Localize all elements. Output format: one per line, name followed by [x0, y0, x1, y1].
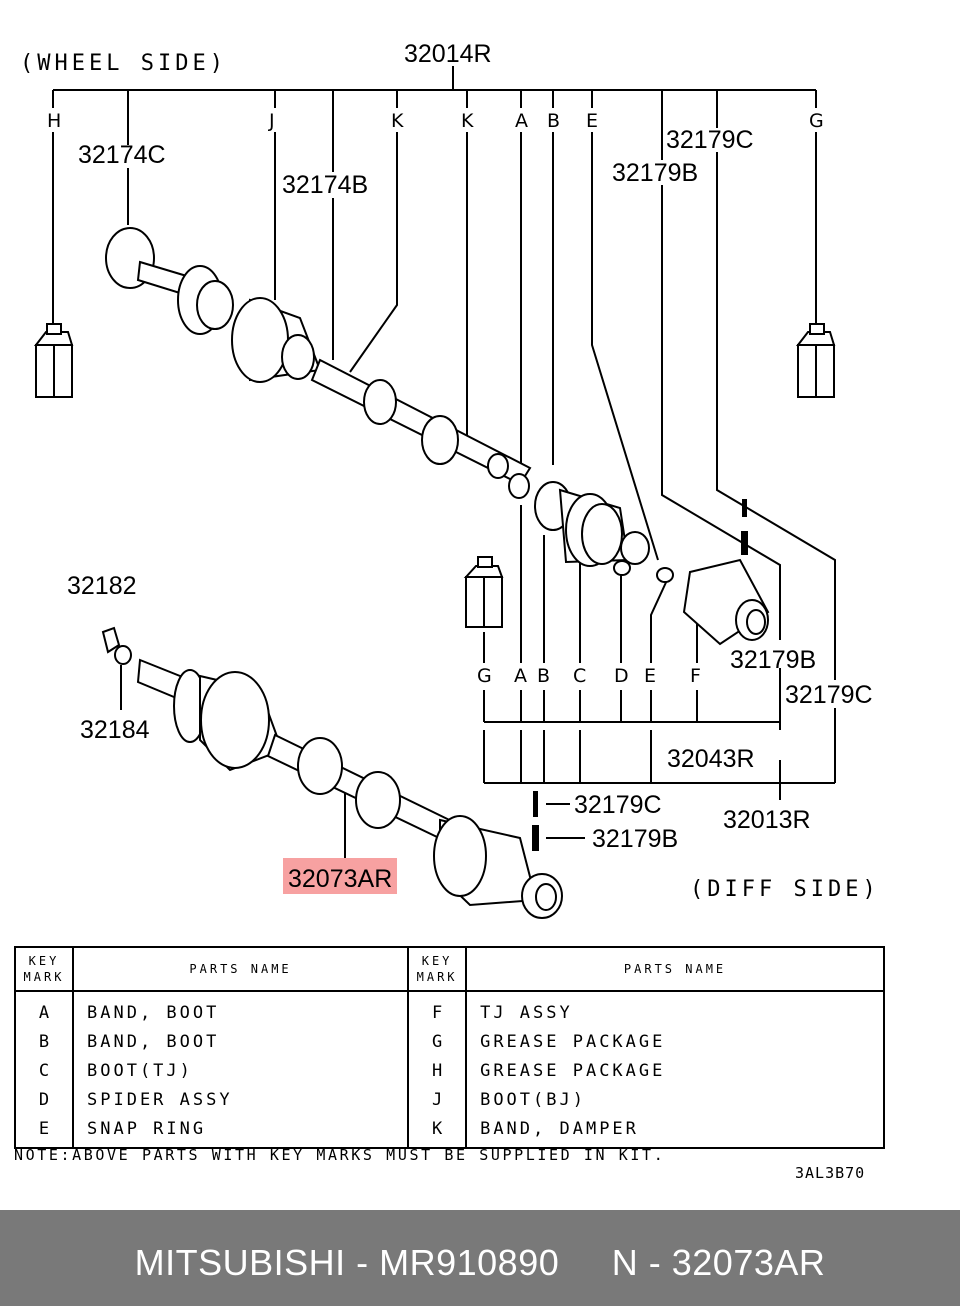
grease-package-g-icon — [463, 556, 504, 628]
part-32179b-bottom-label: 32179B — [592, 825, 678, 853]
name-cell: SNAP RING — [71, 1114, 410, 1148]
exploded-view-diagram: (WHEEL SIDE) 32014R 32174C 32174B 32179C… — [20, 40, 880, 919]
diff-side-label: (DIFF SIDE) — [690, 877, 880, 902]
key-e-top: E — [586, 110, 598, 132]
key-mark-header-left: KEY MARK — [14, 947, 74, 992]
key-g-top: G — [809, 110, 824, 132]
name-cell: BAND, DAMPER — [465, 1114, 885, 1148]
part-32179c-bottom-label: 32179C — [574, 791, 662, 819]
part-32073ar-label: 32073AR — [288, 865, 392, 893]
part-32182-label: 32182 — [67, 572, 137, 600]
part-32179b-right-label: 32179B — [730, 646, 816, 674]
key-a-top: A — [515, 110, 528, 132]
name-cell: GREASE PACKAGE — [465, 1027, 885, 1056]
lower-drive-shaft-icon — [101, 626, 563, 919]
grease-package-h2-icon — [795, 323, 836, 398]
key-cell: F — [407, 991, 468, 1027]
grease-package-h-icon — [33, 323, 74, 398]
name-cell: TJ ASSY — [465, 991, 885, 1027]
upper-drive-shaft-icon — [105, 227, 770, 646]
name-cell: BOOT(TJ) — [71, 1056, 410, 1085]
key-cell: G — [407, 1027, 468, 1056]
part-32179c-top-label: 32179C — [666, 126, 754, 154]
key-d-bottom: D — [614, 665, 629, 687]
key-a-bottom: A — [514, 665, 527, 687]
key-cell: C — [14, 1056, 74, 1085]
parts-key-table: KEY MARK PARTS NAME KEY MARK PARTS NAME … — [14, 946, 885, 1149]
key-cell: B — [14, 1027, 74, 1056]
part-32013r-label: 32013R — [723, 806, 811, 834]
table-row: D SPIDER ASSY J BOOT(BJ) — [14, 1085, 885, 1114]
key-e-bottom: E — [644, 665, 656, 687]
parts-name-header-right: PARTS NAME — [465, 947, 885, 992]
part-32179b-top-label: 32179B — [612, 159, 698, 187]
highlight-box — [283, 858, 397, 894]
key-cell: H — [407, 1056, 468, 1085]
assembly-32014r-label: 32014R — [404, 40, 492, 68]
wheel-side-label: (WHEEL SIDE) — [20, 51, 227, 76]
key-cell: J — [407, 1085, 468, 1114]
key-k2-top: K — [461, 110, 474, 132]
key-h-top: H — [47, 110, 61, 132]
drawing-code: 3AL3B70 — [795, 1164, 866, 1182]
key-f-bottom: F — [690, 665, 701, 687]
name-cell: SPIDER ASSY — [71, 1085, 410, 1114]
key-b-bottom: B — [537, 665, 550, 687]
kit-note: NOTE:ABOVE PARTS WITH KEY MARKS MUST BE … — [14, 1146, 666, 1164]
part-32184-label: 32184 — [80, 716, 150, 744]
name-cell: BAND, BOOT — [71, 991, 410, 1027]
key-mark-header-right: KEY MARK — [407, 947, 468, 992]
table-row: B BAND, BOOT G GREASE PACKAGE — [14, 1027, 885, 1056]
name-cell: GREASE PACKAGE — [465, 1056, 885, 1085]
key-c-bottom: C — [573, 665, 586, 687]
footer-bar — [0, 1210, 960, 1306]
part-32174b-label: 32174B — [282, 171, 368, 199]
part-32174c-label: 32174C — [78, 141, 166, 169]
key-j-top: J — [268, 110, 275, 132]
table-row: A BAND, BOOT F TJ ASSY — [14, 991, 885, 1027]
key-b-top: B — [547, 110, 560, 132]
key-k1-top: K — [391, 110, 404, 132]
key-cell: K — [407, 1114, 468, 1148]
key-cell: A — [14, 991, 74, 1027]
name-cell: BAND, BOOT — [71, 1027, 410, 1056]
key-cell: D — [14, 1085, 74, 1114]
footer-part-number: MITSUBISHI - MR910890 N - 32073AR — [134, 1242, 826, 1283]
table-row: E SNAP RING K BAND, DAMPER — [14, 1114, 885, 1148]
table-row: C BOOT(TJ) H GREASE PACKAGE — [14, 1056, 885, 1085]
key-cell: E — [14, 1114, 74, 1148]
part-32043r-label: 32043R — [667, 745, 755, 773]
part-32179c-right-label: 32179C — [785, 681, 873, 709]
parts-name-header-left: PARTS NAME — [71, 947, 410, 992]
name-cell: BOOT(BJ) — [465, 1085, 885, 1114]
key-g-bottom: G — [477, 665, 492, 687]
